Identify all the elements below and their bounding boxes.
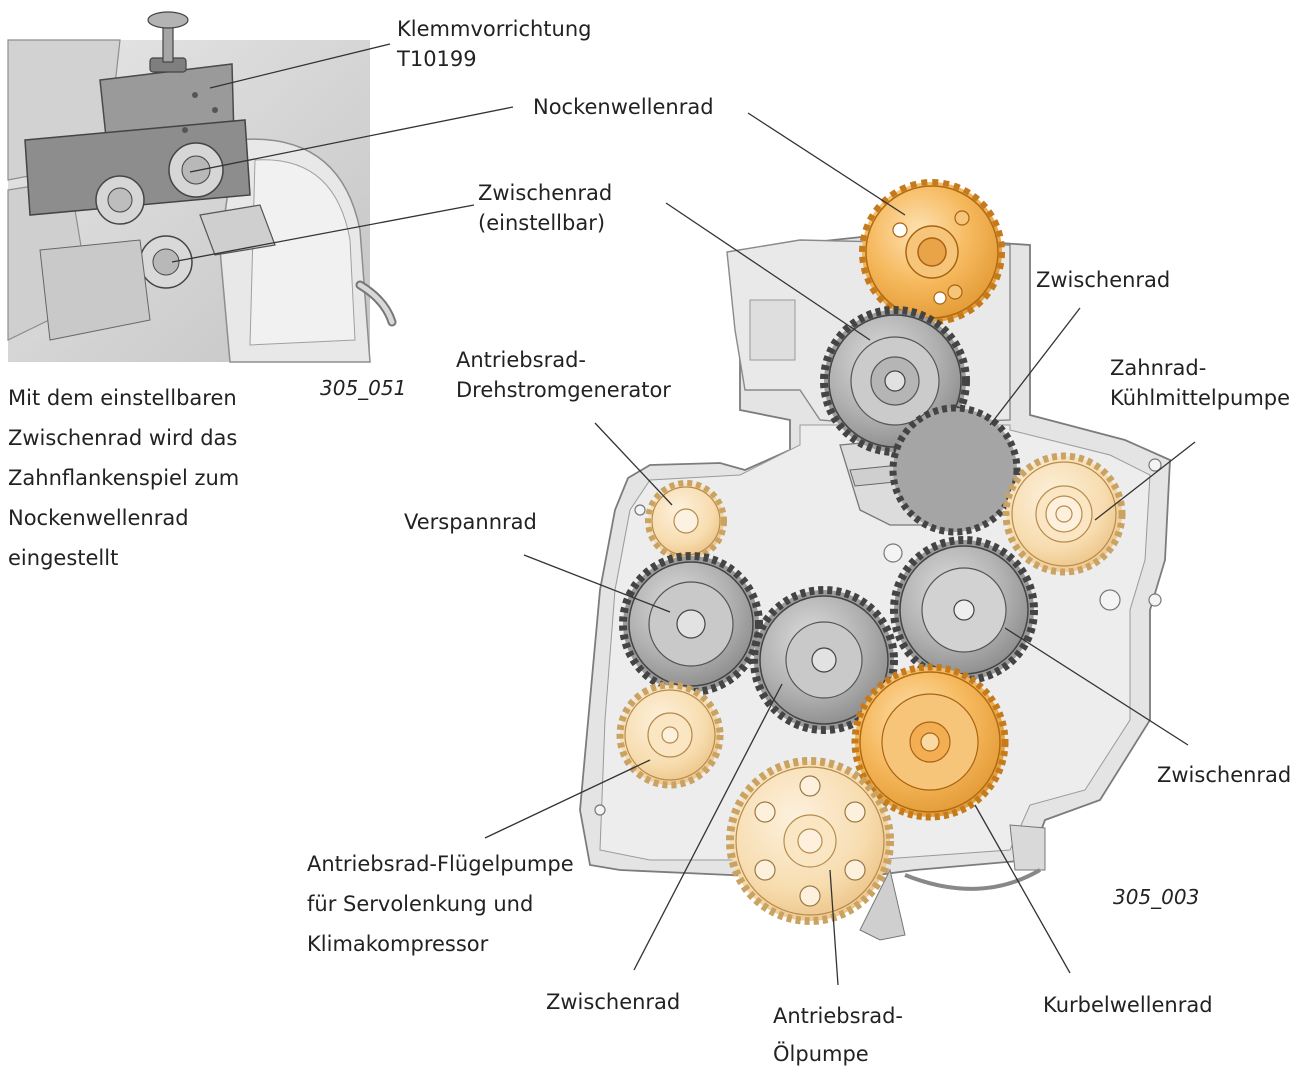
inset-caption: Mit dem einstellbaren Zwischenrad wird d… <box>8 378 308 578</box>
gear-zwischenrad-right <box>890 536 1038 684</box>
gear-nockenwellenrad <box>859 179 1005 325</box>
label-drehstromgenerator-line1: Antriebsrad- <box>456 348 586 372</box>
gear-verspannrad <box>619 552 763 696</box>
label-zwischenrad-einstellbar: Zwischenrad (einstellbar) <box>478 178 612 238</box>
leader-zwischenrad-einstellbar <box>665 202 871 341</box>
leader-drehstromgenerator <box>594 422 673 506</box>
caption-line: Zwischenrad wird das <box>8 426 238 450</box>
leader-nockenwellenrad <box>747 112 906 216</box>
leader-oelpumpe <box>829 869 839 986</box>
label-zwischenrad-einstellbar-line1: Zwischenrad <box>478 181 613 205</box>
label-kurbelwellenrad: Kurbelwellenrad <box>1043 993 1213 1017</box>
gear-zwischenrad-top <box>889 404 1021 536</box>
label-antriebsrad-oelpumpe: Antriebsrad- Ölpumpe <box>773 997 903 1073</box>
leader-lines <box>171 43 1196 986</box>
leader-kurbelwellenrad <box>974 804 1071 974</box>
label-oelpumpe-line2: Ölpumpe <box>773 1042 869 1066</box>
label-antriebsrad-fluegelpumpe: Antriebsrad-Flügelpumpe für Servolenkung… <box>307 844 574 964</box>
label-zwischenrad-bottom: Zwischenrad <box>546 990 681 1014</box>
leader-klemmvorrichtung <box>209 43 391 89</box>
leader-zwischenrad-right <box>1004 627 1189 746</box>
gear-antriebsrad-oelpumpe <box>726 757 894 925</box>
figure-id-right: 305_003 <box>1113 885 1200 909</box>
label-klemmvorrichtung: Klemmvorrichtung T10199 <box>397 14 592 74</box>
label-klemmvorrichtung-line2: T10199 <box>397 47 477 71</box>
caption-line: eingestellt <box>8 546 119 570</box>
gear-zahnrad-kuehlmittelpumpe <box>1002 452 1126 576</box>
leader-zwischenrad-top <box>989 307 1081 426</box>
label-oelpumpe-line1: Antriebsrad- <box>773 1004 903 1028</box>
inset-illustration-clamp-tool <box>7 11 397 363</box>
label-fluegelpumpe-line2: für Servolenkung und <box>307 892 534 916</box>
label-verspannrad: Verspannrad <box>404 510 537 534</box>
label-zwischenrad-top: Zwischenrad <box>1036 268 1171 292</box>
leader-nockenwellenrad-inset <box>189 106 514 173</box>
label-nockenwellenrad: Nockenwellenrad <box>533 95 714 119</box>
caption-line: Mit dem einstellbaren <box>8 386 237 410</box>
caption-line: Zahnflankenspiel zum <box>8 466 240 490</box>
label-klemmvorrichtung-line1: Klemmvorrichtung <box>397 17 592 41</box>
label-antriebsrad-drehstromgenerator: Antriebsrad- Drehstromgenerator <box>456 345 671 405</box>
leader-verspannrad <box>523 554 671 613</box>
label-kuehlmittelpumpe-line1: Zahnrad- <box>1110 356 1207 380</box>
label-kuehlmittelpumpe-line2: Kühlmittelpumpe <box>1110 386 1291 410</box>
label-zahnrad-kuehlmittelpumpe: Zahnrad- Kühlmittelpumpe <box>1110 353 1290 413</box>
gear-antriebsrad-drehstromgenerator <box>645 480 727 562</box>
gear-kurbelwellenrad <box>851 663 1009 821</box>
label-zwischenrad-einstellbar-line2: (einstellbar) <box>478 211 606 235</box>
gear-zwischenrad-bottom <box>750 586 898 734</box>
label-drehstromgenerator-line2: Drehstromgenerator <box>456 378 671 402</box>
label-fluegelpumpe-line1: Antriebsrad-Flügelpumpe <box>307 852 574 876</box>
gear-antriebsrad-fluegelpumpe <box>616 681 724 789</box>
figure-id-left: 305_051 <box>320 376 407 400</box>
leader-kuehlmittelpumpe <box>1094 441 1196 521</box>
label-fluegelpumpe-line3: Klimakompressor <box>307 932 489 956</box>
label-zwischenrad-right: Zwischenrad <box>1157 763 1292 787</box>
leader-zwischenrad-inset <box>171 204 475 263</box>
leader-zwischenrad-bottom <box>633 683 783 971</box>
caption-line: Nockenwellenrad <box>8 506 189 530</box>
leader-fluegelpumpe <box>484 759 651 839</box>
